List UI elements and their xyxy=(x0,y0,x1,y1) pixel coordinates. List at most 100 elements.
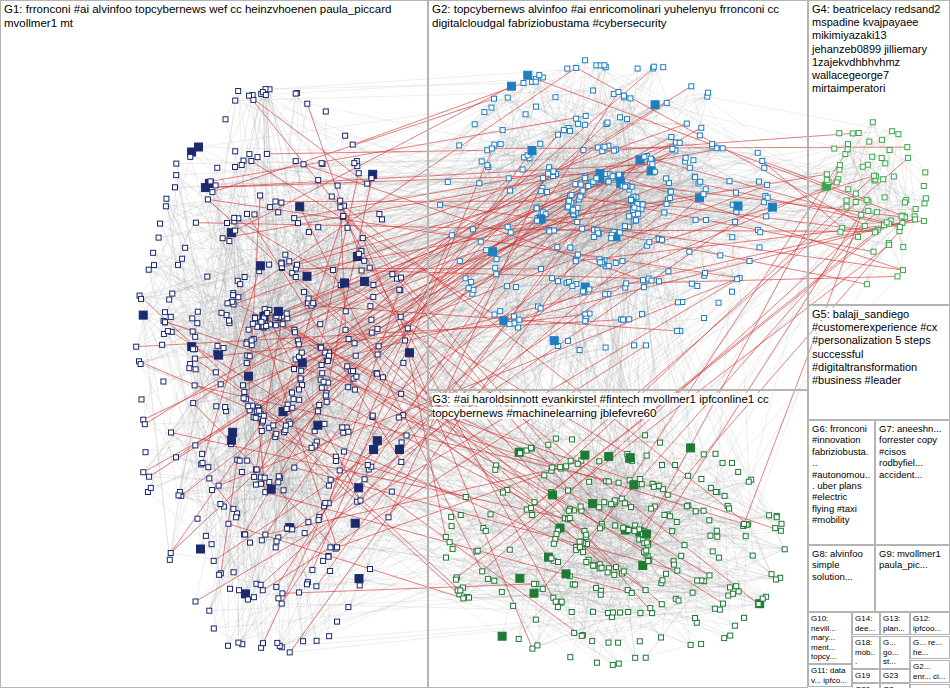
vertex-square xyxy=(164,196,169,201)
vertex-square xyxy=(380,375,385,380)
vertex-square xyxy=(141,470,146,475)
vertex-square xyxy=(856,234,861,239)
vertex-square xyxy=(832,146,837,151)
vertex-square xyxy=(227,239,232,244)
vertex-square xyxy=(245,597,250,602)
group-label-line: G2: topcybernews alvinfoo #ai enricomoli… xyxy=(432,3,804,31)
vertex-square xyxy=(396,415,401,420)
vertex-square xyxy=(252,315,257,320)
vertex-square xyxy=(605,570,610,575)
group-label: G3: #ai haroldsinnott evankirstel #finte… xyxy=(432,393,769,419)
vertex-square xyxy=(566,204,571,209)
vertex-square xyxy=(534,205,539,210)
vertex-square xyxy=(399,391,404,396)
vertex-square xyxy=(375,326,380,331)
group-label: G7: aneeshn... forrester copy #cisos rod… xyxy=(879,423,941,480)
vertex-square xyxy=(884,220,889,225)
vertex-square xyxy=(734,584,739,589)
vertex-square xyxy=(403,338,408,343)
vertex-square xyxy=(774,577,779,582)
vertex-square xyxy=(528,506,533,511)
vertex-square xyxy=(640,312,645,317)
vertex-square xyxy=(457,143,462,148)
vertex-square xyxy=(488,512,493,517)
vertex-square xyxy=(296,342,301,347)
vertex-square xyxy=(587,287,592,292)
vertex-square xyxy=(508,230,513,235)
vertex-square xyxy=(190,329,195,334)
vertex-square xyxy=(703,271,708,276)
vertex-square xyxy=(200,461,205,466)
vertex-square xyxy=(328,477,333,482)
vertex-square xyxy=(556,279,561,284)
vertex-square xyxy=(568,458,573,463)
vertex-square xyxy=(443,534,448,539)
vertex-square xyxy=(902,200,907,205)
vertex-square xyxy=(734,202,742,210)
vertex-square xyxy=(292,330,297,335)
vertex-square xyxy=(361,277,369,285)
group-box: G2... enr... ci... xyxy=(910,660,950,683)
vertex-square xyxy=(639,482,644,487)
vertex-square xyxy=(352,161,357,166)
vertex-square xyxy=(609,236,614,241)
vertex-square xyxy=(279,261,284,266)
vertex-square xyxy=(368,304,373,309)
vertex-square xyxy=(368,567,373,572)
vertex-square xyxy=(755,150,760,155)
group-label-line: G1: frronconi #ai alvinfoo topcybernews … xyxy=(4,3,424,31)
vertex-square xyxy=(151,250,156,255)
vertex-square xyxy=(583,319,588,324)
vertex-square xyxy=(215,351,223,359)
vertex-square xyxy=(147,474,152,479)
vertex-square xyxy=(553,95,558,100)
vertex-square xyxy=(257,408,262,413)
vertex-square xyxy=(580,226,585,231)
group-label-line: G6: frronconi #innovation fabriziobusta.… xyxy=(812,423,871,526)
vertex-square xyxy=(259,481,264,486)
vertex-square xyxy=(735,277,740,282)
vertex-square xyxy=(303,272,311,280)
vertex-square xyxy=(309,445,314,450)
vertex-square xyxy=(248,540,253,545)
vertex-square xyxy=(850,131,855,136)
group-label-line: G11: data v... ipfco... xyxy=(811,666,849,685)
vertex-square xyxy=(218,382,223,387)
vertex-square xyxy=(134,344,139,349)
vertex-square xyxy=(769,572,774,577)
vertex-square xyxy=(290,527,295,532)
vertex-square xyxy=(701,508,706,513)
vertex-square xyxy=(667,196,672,201)
vertex-square xyxy=(722,636,727,641)
group-label: G10: nevill... mary... ment... topcy... xyxy=(811,614,836,661)
vertex-square xyxy=(283,423,288,428)
vertex-square xyxy=(236,640,241,645)
vertex-square xyxy=(346,605,351,610)
vertex-square xyxy=(762,165,767,170)
vertex-square xyxy=(581,451,589,459)
vertex-square xyxy=(273,199,278,204)
vertex-square xyxy=(540,586,545,591)
vertex-square xyxy=(513,285,518,290)
group-label: G18: mob... xyxy=(855,638,875,666)
vertex-square xyxy=(326,483,331,488)
vertex-square xyxy=(191,401,196,406)
vertex-square xyxy=(602,144,607,149)
vertex-square xyxy=(323,500,328,505)
vertex-square xyxy=(494,257,499,262)
vertex-square xyxy=(253,482,258,487)
vertex-square xyxy=(860,164,865,169)
vertex-square xyxy=(449,514,454,519)
vertex-square xyxy=(220,236,225,241)
vertex-square xyxy=(523,112,528,117)
group-label: G... xyxy=(913,686,926,688)
vertex-square xyxy=(247,354,252,359)
vertex-square xyxy=(862,224,867,229)
vertex-square xyxy=(371,294,376,299)
vertex-square xyxy=(579,633,584,638)
vertex-square xyxy=(586,184,591,189)
group-box: G... go... st... xyxy=(880,636,910,669)
vertex-square xyxy=(274,307,282,315)
vertex-square xyxy=(564,464,569,469)
vertex-square xyxy=(274,539,279,544)
